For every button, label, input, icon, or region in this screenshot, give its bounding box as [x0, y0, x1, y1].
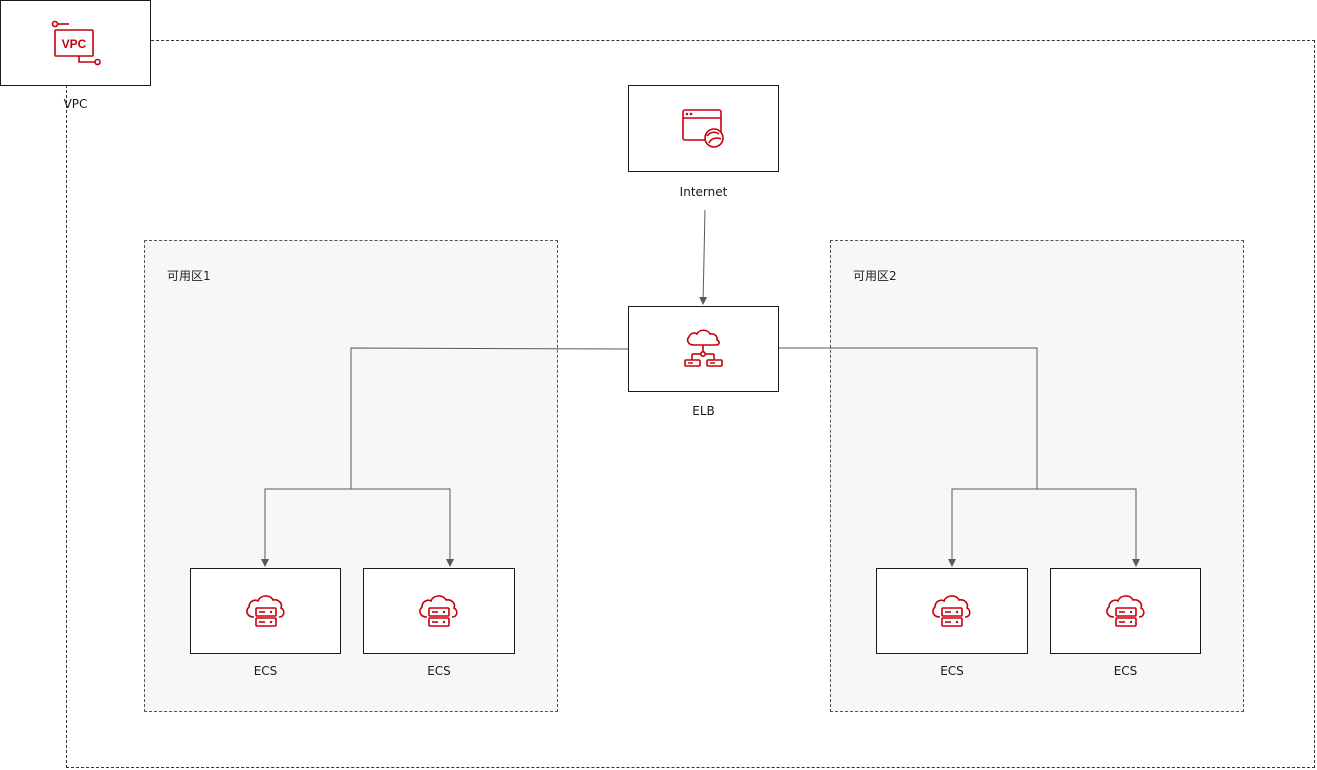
ecs-node[interactable]	[1050, 568, 1201, 654]
vpc-boundary	[66, 40, 1315, 768]
vpc-label: VPC	[63, 97, 88, 111]
zone-label: 可用区2	[853, 269, 897, 283]
elb-label: ELB	[692, 404, 715, 418]
cloud-server-icon	[419, 595, 458, 627]
ecs-node[interactable]	[190, 568, 341, 654]
ecs-label: ECS	[1113, 664, 1138, 678]
load-balancer-icon	[683, 329, 723, 367]
elb-node[interactable]	[628, 306, 779, 392]
zone-label: 可用区1	[167, 269, 211, 283]
ecs-node[interactable]	[876, 568, 1028, 654]
internet-label: Internet	[679, 185, 728, 199]
cloud-server-icon	[932, 595, 971, 627]
cloud-server-icon	[245, 595, 285, 627]
vpc-icon: VPC	[51, 20, 101, 66]
ecs-label: ECS	[940, 664, 964, 678]
vpc-node[interactable]: VPC	[0, 0, 151, 86]
internet-node[interactable]	[628, 85, 779, 172]
ecs-label: ECS	[427, 664, 451, 678]
ecs-label: ECS	[253, 664, 278, 678]
internet-browser-icon	[681, 108, 724, 148]
vpc-icon-text: VPC	[61, 37, 86, 51]
ecs-node[interactable]	[363, 568, 515, 654]
cloud-server-icon	[1105, 595, 1145, 627]
